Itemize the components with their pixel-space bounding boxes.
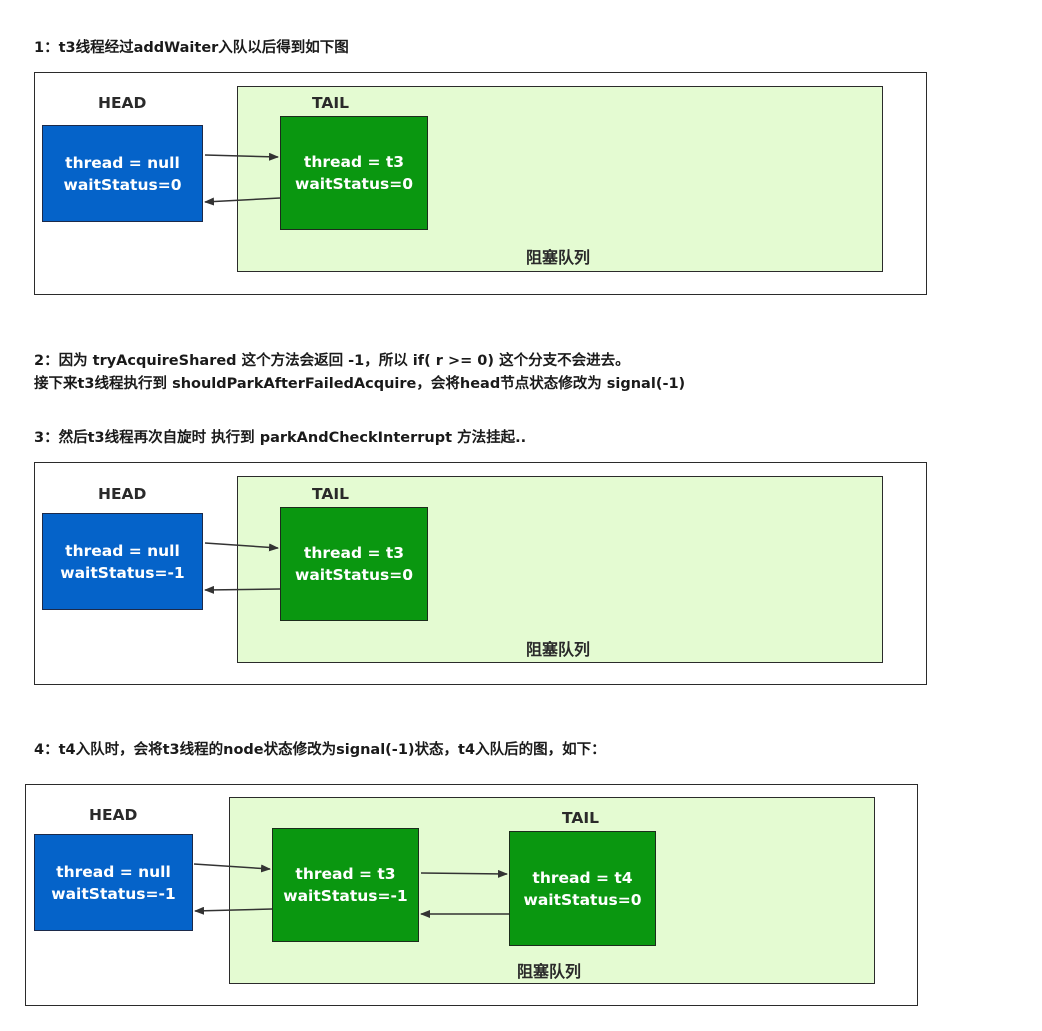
diagram-2-tail-label: TAIL: [312, 485, 350, 503]
head-node-wait-status: waitStatus=0: [63, 175, 182, 194]
diagram-1-head-label: HEAD: [98, 94, 147, 112]
node-t3-wait-status: waitStatus=-1: [283, 887, 408, 905]
head-node-thread: thread = null: [56, 862, 171, 881]
diagram-2-head-node: thread = null waitStatus=-1: [42, 513, 203, 610]
node-t4-thread: thread = t4: [532, 868, 633, 887]
head-node-wait-status: waitStatus=-1: [51, 884, 176, 903]
caption-step-1: 1：t3线程经过addWaiter入队以后得到如下图: [34, 40, 349, 56]
head-node-wait-status: waitStatus=-1: [60, 563, 185, 582]
diagram-1-queue-label: 阻塞队列: [526, 248, 591, 267]
node-t3-thread: thread = t3: [295, 865, 396, 883]
diagram-2-node-t3: thread = t3 waitStatus=0: [280, 507, 428, 621]
diagram-3-tail-label: TAIL: [562, 809, 600, 827]
caption-step-4: 4：t4入队时，会将t3线程的node状态修改为signal(-1)状态，t4入…: [34, 742, 606, 758]
node-t3-wait-status: waitStatus=0: [295, 175, 413, 193]
diagram-3-head-node: thread = null waitStatus=-1: [34, 834, 193, 931]
diagram-1-node-t3: thread = t3 waitStatus=0: [280, 116, 428, 230]
head-node-thread: thread = null: [65, 541, 180, 560]
diagram-1-tail-label: TAIL: [312, 94, 350, 112]
diagram-3-head-label: HEAD: [89, 806, 138, 824]
diagram-1-head-node: thread = null waitStatus=0: [42, 125, 203, 222]
diagram-2-queue-label: 阻塞队列: [526, 640, 591, 659]
node-t3-wait-status: waitStatus=0: [295, 566, 413, 584]
caption-step-3: 3：然后t3线程再次自旋时 执行到 parkAndCheckInterrupt …: [34, 430, 527, 446]
diagram-3-node-t3: thread = t3 waitStatus=-1: [272, 828, 419, 942]
diagram-3-queue-label: 阻塞队列: [517, 962, 582, 981]
caption-step-2-line-1: 2：因为 tryAcquireShared 这个方法会返回 -1，所以 if( …: [34, 353, 630, 369]
head-node-thread: thread = null: [65, 153, 180, 172]
node-t3-thread: thread = t3: [303, 544, 405, 562]
node-t4-wait-status: waitStatus=0: [523, 890, 642, 909]
diagram-3-node-t4: thread = t4 waitStatus=0: [509, 831, 656, 946]
caption-step-2-line-2: 接下来t3线程执行到 shouldParkAfterFailedAcquire，…: [34, 376, 686, 392]
node-t3-thread: thread = t3: [303, 153, 405, 171]
diagram-2-head-label: HEAD: [98, 485, 147, 503]
